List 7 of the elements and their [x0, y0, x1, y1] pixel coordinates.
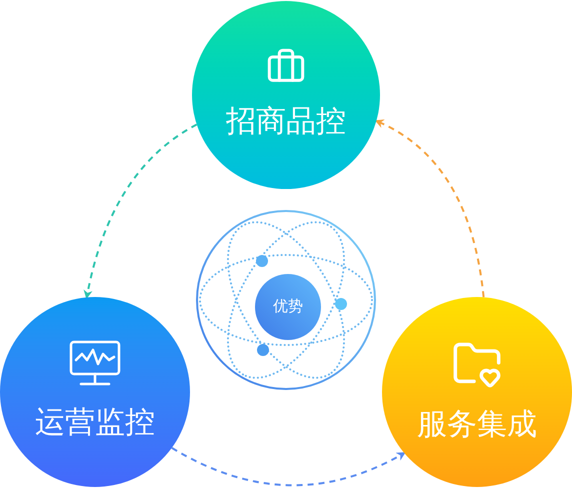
node-label: 运营监控	[35, 404, 155, 440]
arrow	[171, 446, 406, 486]
arrow	[374, 120, 485, 298]
node-label: 优势	[273, 296, 303, 317]
arrow	[84, 124, 198, 300]
node-label: 招商品控	[226, 104, 346, 140]
node-label: 服务集成	[417, 406, 537, 442]
